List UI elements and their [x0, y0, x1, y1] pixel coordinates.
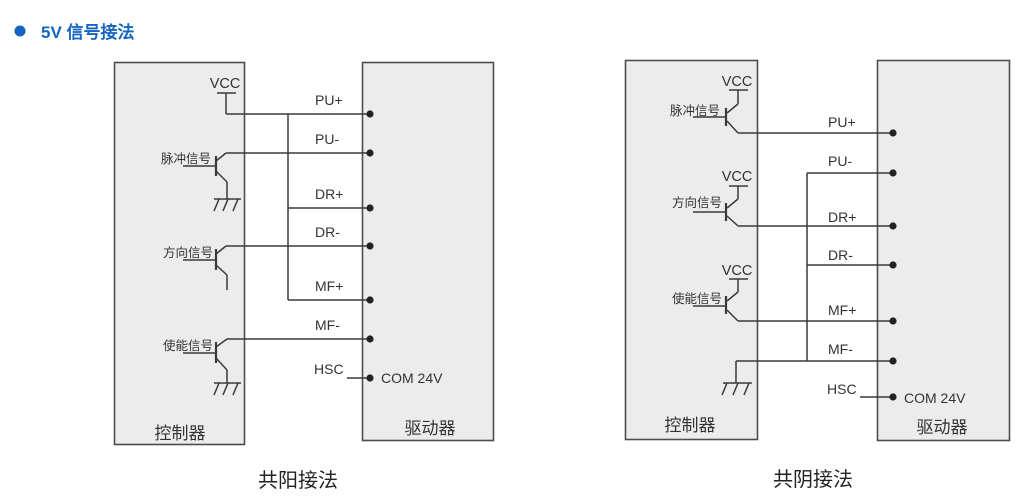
- controller-label: 控制器: [665, 416, 716, 435]
- terminal-dot-icon: [366, 149, 374, 157]
- bullet-icon: [14, 25, 26, 37]
- controller-box: [113, 61, 246, 446]
- signal-label-direction: 方向信号: [672, 195, 722, 210]
- driver-label: 驱动器: [405, 419, 456, 438]
- ground-icon: [213, 382, 241, 396]
- signal-label-enable: 使能信号: [672, 291, 722, 306]
- terminal-dot-icon: [366, 374, 374, 382]
- diagram-caption: 共阴接法: [773, 468, 853, 491]
- signal-label-enable: 使能信号: [163, 338, 213, 353]
- terminal-label-dr-minus: DR-: [828, 247, 853, 263]
- npn-transistor-icon: [183, 338, 228, 383]
- terminal-label-pu-minus: PU-: [828, 153, 852, 169]
- terminal-dot-icon: [889, 317, 897, 325]
- terminal-label-mf-minus: MF-: [315, 317, 340, 333]
- ground-icon: [721, 382, 752, 396]
- terminal-dot-icon: [889, 169, 897, 177]
- npn-transistor-icon: [183, 245, 228, 290]
- npn-transistor-icon: [183, 152, 228, 199]
- com-label: COM 24V: [904, 390, 966, 406]
- terminal-label-dr-plus: DR+: [315, 186, 343, 202]
- terminal-dot-icon: [366, 110, 374, 118]
- signal-label-direction: 方向信号: [163, 245, 213, 260]
- terminal-dot-icon: [889, 129, 897, 137]
- signal-label-pulse: 脉冲信号: [670, 103, 720, 118]
- diagram-caption: 共阳接法: [258, 469, 338, 492]
- terminal-label-mf-plus: MF+: [315, 278, 343, 294]
- terminal-label-hsc: HSC: [314, 361, 344, 377]
- terminal-label-mf-plus: MF+: [828, 302, 856, 318]
- terminal-label-hsc: HSC: [827, 381, 857, 397]
- vcc-label: VCC: [722, 169, 753, 185]
- controller-label: 控制器: [155, 424, 206, 443]
- diagram-common-anode: 控制器 驱动器 VCC PU+ PU- DR+ DR- MF+ MF- HSC: [113, 61, 495, 492]
- vcc-label: VCC: [722, 74, 753, 90]
- vcc-label: VCC: [210, 76, 241, 92]
- pnp-transistor-icon: [693, 278, 748, 322]
- terminal-dot-icon: [366, 242, 374, 250]
- terminal-label-mf-minus: MF-: [828, 341, 853, 357]
- driver-box: [876, 59, 1011, 442]
- terminal-label-pu-minus: PU-: [315, 131, 339, 147]
- terminal-label-pu-plus: PU+: [828, 114, 856, 130]
- vcc-label: VCC: [722, 263, 753, 279]
- ground-icon: [213, 198, 241, 212]
- terminal-dot-icon: [889, 393, 897, 401]
- terminal-dot-icon: [366, 204, 374, 212]
- terminal-label-dr-minus: DR-: [315, 224, 340, 240]
- pnp-transistor-icon: [693, 185, 748, 227]
- driver-label: 驱动器: [917, 418, 968, 437]
- com-label: COM 24V: [381, 370, 443, 386]
- signal-label-pulse: 脉冲信号: [161, 151, 211, 166]
- terminal-dot-icon: [366, 335, 374, 343]
- terminal-label-pu-plus: PU+: [315, 92, 343, 108]
- terminal-dot-icon: [889, 357, 897, 365]
- section-title: 5V 信号接法: [41, 22, 135, 42]
- vcc-symbol-icon: [217, 92, 236, 114]
- terminal-dot-icon: [889, 222, 897, 230]
- terminal-dot-icon: [889, 261, 897, 269]
- diagram-common-cathode: 控制器 驱动器 VCC 脉冲信号 VCC 方向信号 VCC 使能信号: [624, 59, 1011, 491]
- terminal-label-dr-plus: DR+: [828, 209, 856, 225]
- terminal-dot-icon: [366, 296, 374, 304]
- section-header: 5V 信号接法: [14, 22, 135, 42]
- driver-box: [361, 61, 495, 442]
- pnp-transistor-icon: [693, 89, 748, 134]
